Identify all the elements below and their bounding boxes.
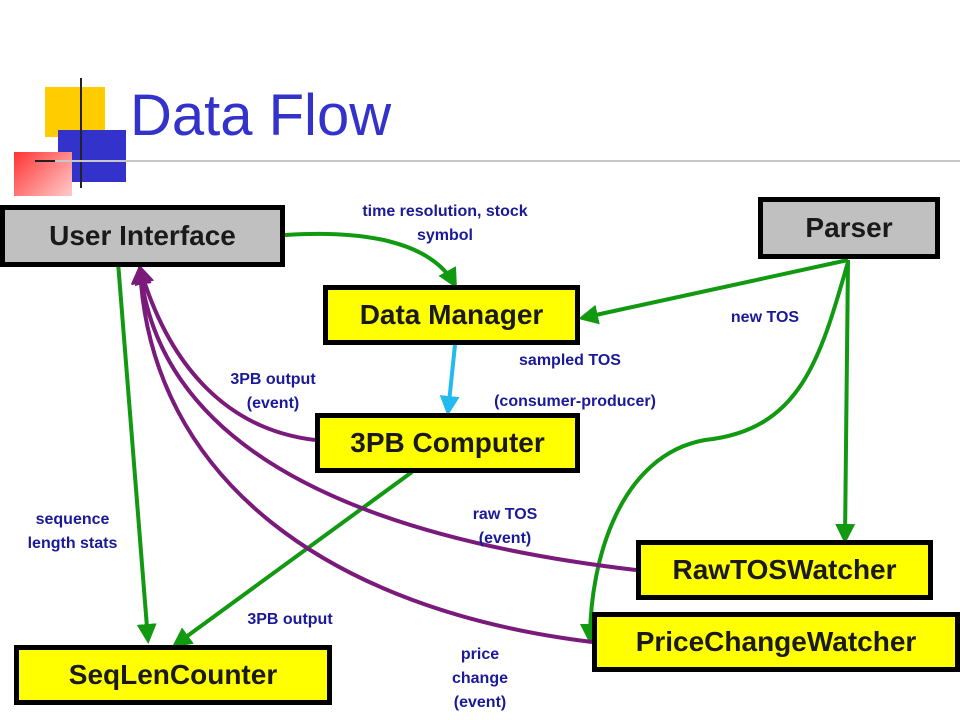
node-seq-len-counter: SeqLenCounter (14, 645, 332, 705)
label-sequence-length-stats-line1: sequence (35, 511, 110, 528)
label-sequence-length-stats-line2: length stats (27, 535, 118, 552)
label-new-tos: new TOS (730, 309, 800, 326)
edge-pricechangewatcher-to-ui (130, 264, 593, 644)
edge-parser-to-pricechangewatcher (580, 261, 850, 644)
title-divider (55, 160, 960, 162)
label-time-resolution: time resolution, stock symbol (320, 200, 570, 248)
edge-ui-to-seqlencounter (116, 261, 157, 644)
edge-datamanager-to-3pb (439, 344, 460, 416)
node-data-manager: Data Manager (323, 285, 580, 345)
label-3pb-output: 3PB output (247, 611, 333, 628)
edge-ui-to-datamanager (284, 231, 457, 289)
page-title: Data Flow (130, 83, 392, 148)
label-consumer-producer: (consumer-producer) (494, 393, 656, 410)
label-raw-tos-event: raw TOS (event) (445, 503, 565, 551)
label-sampled-tos: sampled TOS (519, 352, 621, 369)
label-sequence-length-stats: sequence length stats (0, 508, 145, 556)
node-raw-tos-watcher: RawTOSWatcher (636, 540, 933, 600)
label-3pb-output-event-line1: 3PB output (230, 371, 316, 388)
label-time-resolution-line2: symbol (416, 227, 473, 244)
label-price-change-event-line1: price (460, 646, 500, 663)
edge-rawtoswatcher-to-ui (131, 264, 637, 572)
edge-parser-to-datamanager (578, 258, 849, 325)
node-price-change-watcher: PriceChangeWatcher (592, 612, 960, 672)
label-raw-tos-event-line1: raw TOS (472, 506, 538, 523)
deco-red-square (14, 152, 72, 196)
deco-vertical-line (80, 78, 82, 188)
label-price-change-event: price change (event) (420, 643, 540, 715)
node-3pb-computer: 3PB Computer (315, 413, 580, 473)
label-raw-tos-event-line2: (event) (478, 530, 532, 547)
edge-3pb-to-ui (134, 264, 316, 442)
deco-yellow-square (45, 87, 105, 137)
label-3pb-output-event-line2: (event) (246, 395, 300, 412)
label-3pb-output-event: 3PB output (event) (198, 368, 348, 416)
edge-3pb-to-seqlencounter (171, 470, 414, 648)
label-time-resolution-line1: time resolution, stock (362, 203, 528, 220)
label-price-change-event-line2: change (451, 670, 508, 687)
node-parser: Parser (758, 197, 940, 259)
edge-parser-to-rawtoswatcher (835, 259, 856, 544)
node-user-interface: User Interface (0, 205, 285, 267)
label-price-change-event-line3: (event) (453, 694, 507, 711)
